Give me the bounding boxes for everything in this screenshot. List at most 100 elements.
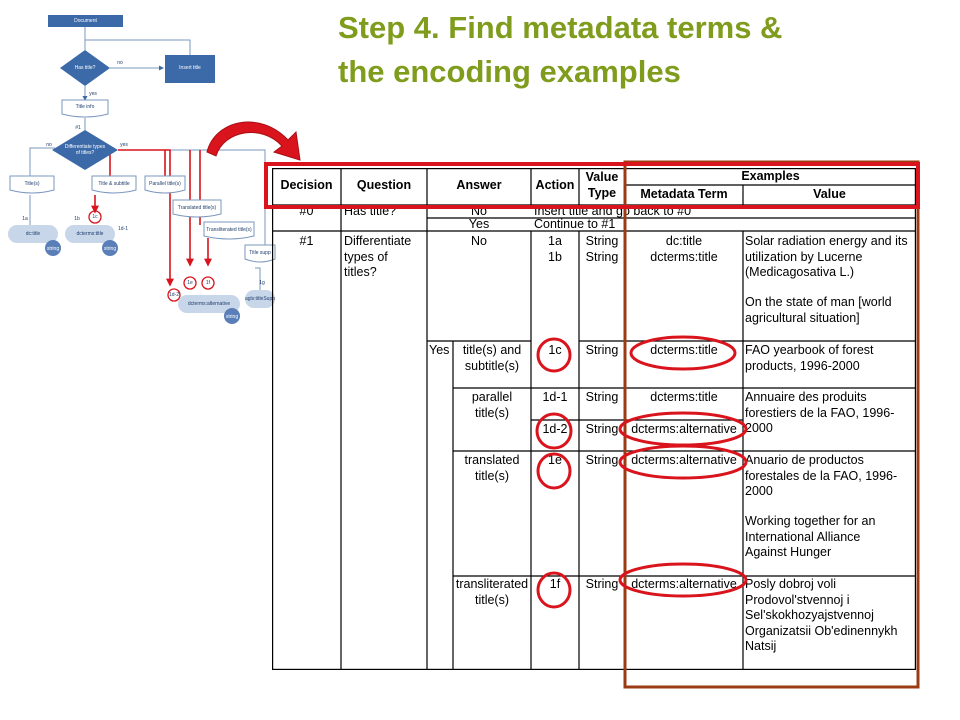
header-value-type-l2: Type: [587, 185, 617, 200]
row-1d1-value-l1: Annuaire des produits: [745, 390, 867, 404]
row-1c-term: dcterms:title: [650, 343, 718, 357]
row-1e-value2-l2: International Alliance: [745, 529, 861, 544]
row-1c-type: String: [585, 343, 619, 357]
row-1f-type: String: [585, 577, 619, 591]
header-examples: Examples: [741, 169, 800, 183]
header-question: Question: [356, 178, 412, 192]
row-1e-value2-l3: Against Hunger: [745, 545, 832, 559]
row-1e-value-l1: Anuario de productos: [745, 453, 864, 467]
row0-answer-yes: Yes: [468, 217, 490, 231]
row-1f-value-l5: Natsij: [745, 639, 777, 653]
row-1d1-term: dcterms:title: [650, 390, 718, 404]
row-1d1-value-l3: 2000: [745, 421, 773, 435]
row-1a-value-l3: (Medicagosativa L.): [745, 265, 855, 279]
flow-no-label: no: [117, 60, 123, 66]
row1-decision: #1: [299, 234, 314, 248]
flow-insert-title: Insert title: [179, 65, 201, 71]
row-1a-value-l1: Solar radiation energy and its: [745, 234, 908, 248]
header-metadata-term: Metadata Term: [640, 187, 728, 201]
row-1c-value: FAO yearbook of forest products, 1996-20…: [745, 343, 916, 374]
flowchart: Document Has title? no Insert title yes …: [0, 0, 280, 340]
row-1a-action: 1a: [548, 234, 562, 248]
flow-agls: agls:titleSupp: [245, 296, 276, 302]
row-1f-value-l3: Sel'skokhozyajstvennoj: [745, 608, 874, 622]
header-value: Value: [813, 187, 846, 201]
flow-has-title: Has title?: [74, 65, 96, 71]
row1-question-l3: titles?: [344, 265, 377, 279]
flow-yes2-label: yes: [120, 142, 128, 148]
row-1b-term: dcterms:title: [650, 250, 718, 264]
row-1c-value-l2: products, 1996-2000: [745, 358, 860, 373]
flow-title-info: Title info: [75, 104, 95, 110]
slide-title-line-2: the encoding examples: [338, 54, 681, 89]
flow-title-subtitle: Title & subtitle: [98, 181, 130, 187]
row1-question-l1: Differentiate: [344, 234, 412, 248]
row-1e-value: Anuario de productos forestales de la FA…: [745, 453, 916, 500]
row-1e-value-l3: 2000: [745, 484, 773, 498]
flow-translated: Translated title(s): [177, 205, 217, 211]
row-1c-sub: title(s) and subtitle(s): [453, 343, 531, 374]
row-1f-value: Posly dobroj voli Prodovol'stvennoj i Se…: [745, 577, 916, 655]
row-1e-value-2: Working together for an International Al…: [745, 514, 916, 561]
row-1f-value-l4: Organizatsii Ob'edinennykh: [745, 623, 898, 638]
row-1a-value: Solar radiation energy and its utilizati…: [745, 234, 916, 281]
row-1d1-value-l2: forestiers de la FAO, 1996-: [745, 405, 895, 420]
row-1f-value-l2: Prodovol'stvennoj i: [745, 592, 850, 607]
flow-1d2: 1d-2: [168, 292, 179, 298]
flow-1b: 1b: [74, 216, 80, 222]
row1-question-l2: types of: [344, 249, 388, 264]
row-1d1-sub-l2: title(s): [474, 405, 510, 420]
flow-num1: #1: [75, 125, 81, 131]
row-1e-sub-l1: translated: [464, 453, 520, 467]
row-1d2-action: 1d-2: [542, 422, 568, 436]
row-1e-value-l2: forestales de la FAO, 1996-: [745, 468, 898, 483]
row0-action-yes: Continue to #1: [534, 217, 616, 231]
row-1f-action: 1f: [549, 577, 561, 591]
row-1b-value-l2: agricultural situation]: [745, 310, 860, 325]
row-1e-sub-l2: title(s): [474, 468, 510, 483]
row-1d2-term: dcterms:alternative: [631, 422, 737, 436]
row-1b-value: On the state of man [world agricultural …: [745, 295, 916, 326]
header-answer: Answer: [456, 178, 502, 192]
flow-dc-title: dc:title: [25, 231, 41, 237]
row0-question: Has title?: [344, 204, 397, 218]
flow-transliterated: Transliterated title(s): [206, 227, 252, 233]
flow-string-3: string: [225, 314, 239, 320]
flow-title-supp: Title supp: [249, 250, 271, 256]
row1-question: Differentiate types of titles?: [344, 234, 426, 281]
row-1f-sub-l2: title(s): [474, 592, 510, 607]
row-1d1-sub: parallel title(s): [453, 390, 531, 421]
row-1a-value-l2: utilization by Lucerne: [745, 249, 863, 264]
flow-dcterms-title: dcterms:title: [76, 231, 104, 237]
row0-decision: #0: [299, 204, 314, 218]
flow-no2-label: no: [46, 142, 52, 148]
flow-document: Document: [74, 18, 97, 24]
header-value-type: Value Type: [579, 170, 625, 201]
header-action: Action: [535, 178, 575, 192]
row-1f-term: dcterms:alternative: [631, 577, 737, 591]
flow-1f: 1f: [205, 280, 211, 286]
flow-differentiate-l1: Differentiate types: [64, 144, 106, 150]
row-1d1-value: Annuaire des produits forestiers de la F…: [745, 390, 916, 437]
flow-1a: 1a: [22, 216, 28, 222]
row-1e-action: 1e: [548, 453, 562, 467]
row-1e-type: String: [585, 453, 619, 467]
flow-1e: 1e: [187, 280, 193, 286]
row-1d1-action: 1d-1: [542, 390, 568, 404]
row-1c-value-l1: FAO yearbook of forest: [745, 343, 874, 357]
row-1c-sub-l2: subtitle(s): [464, 358, 520, 373]
slide-title-line-1: Step 4. Find metadata terms &: [338, 10, 783, 45]
flow-differentiate: Differentiate types of titles?: [60, 144, 110, 156]
row-1c-sub-l1: title(s) and: [462, 343, 522, 357]
row1-answer-no: No: [471, 234, 487, 248]
row-1e-value2-l1: Working together for an: [745, 514, 876, 528]
header-decision: Decision: [280, 178, 333, 192]
row-1f-sub: transliterated title(s): [453, 577, 531, 608]
row-1e-term: dcterms:alternative: [631, 453, 737, 467]
slide-title: Step 4. Find metadata terms & the encodi…: [338, 6, 938, 94]
row-1f-sub-l1: transliterated: [455, 577, 529, 591]
row1-answer-yes: Yes: [429, 343, 450, 357]
row-1d2-type: String: [585, 422, 619, 436]
row-1c-action: 1c: [548, 343, 562, 357]
flow-1c: 1c: [92, 214, 98, 220]
